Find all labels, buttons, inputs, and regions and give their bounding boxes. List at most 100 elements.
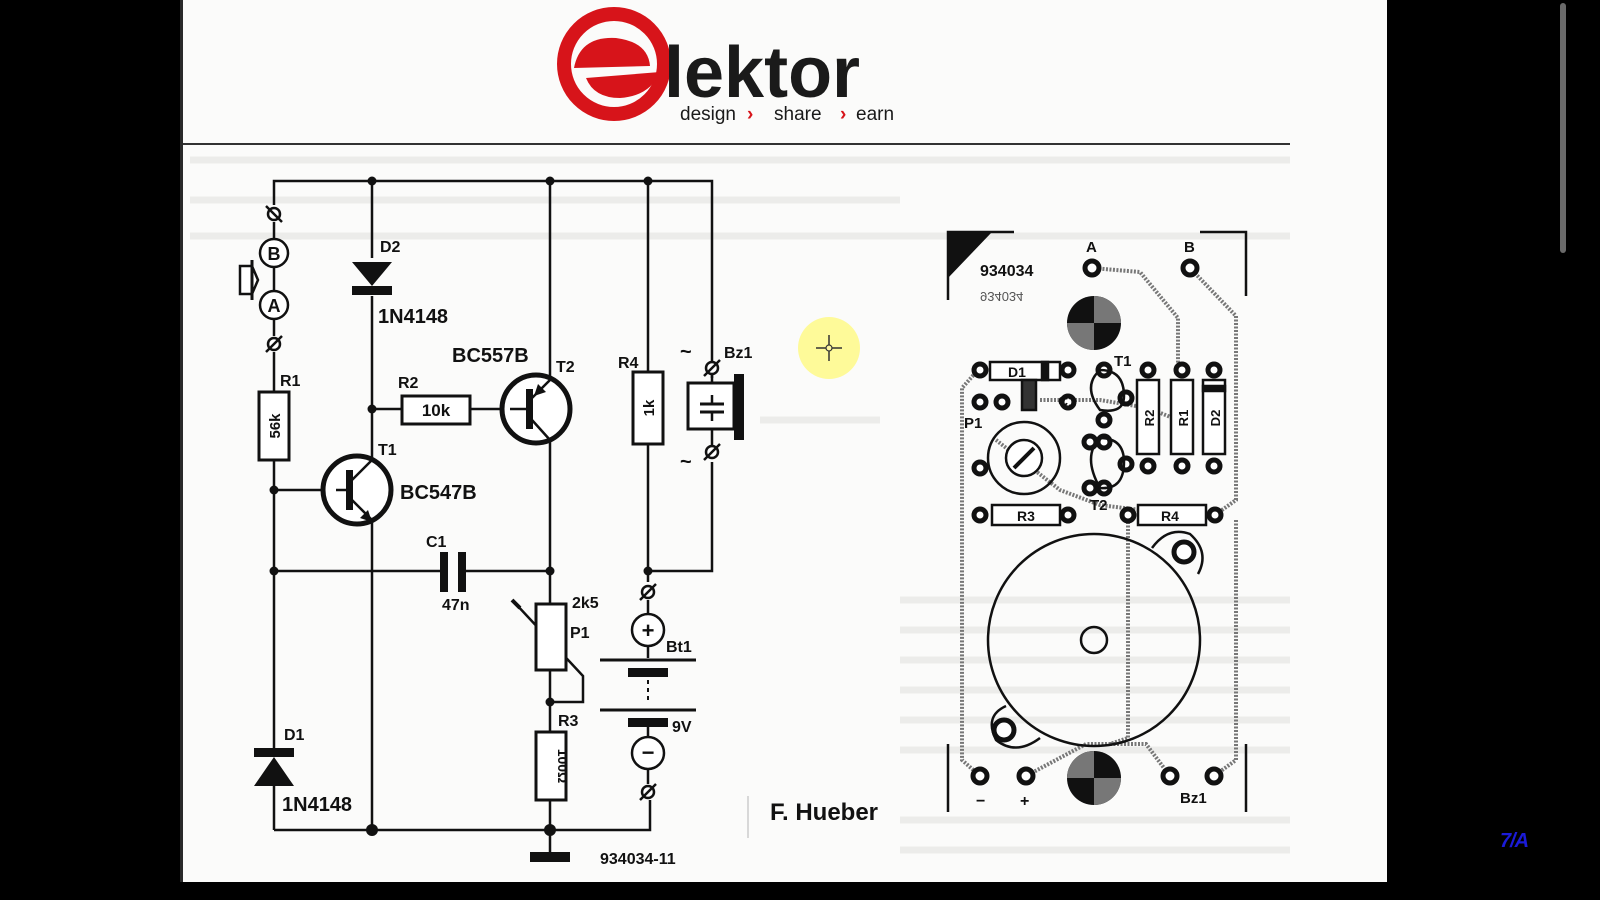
logo-ring <box>557 7 671 121</box>
resistor-r3: 100Ω R3 <box>534 713 579 802</box>
bz1-tilde-top: ~ <box>680 341 692 363</box>
d2-value: 1N4148 <box>378 306 448 328</box>
terminal-slash <box>703 443 721 461</box>
touch-finger-icon <box>238 264 260 296</box>
trimmer-head <box>510 598 522 610</box>
brand-tagline-design: design <box>680 104 736 125</box>
vertical-scrollbar[interactable] <box>1558 0 1568 900</box>
pad-minus <box>970 766 990 786</box>
pad-plus <box>1016 766 1036 786</box>
diode-d1: D1 1N4148 <box>254 727 352 816</box>
buzzer-diaphragm <box>734 374 744 440</box>
pcb-r3-label: R3 <box>1017 508 1035 524</box>
pcb-t1-outline <box>1089 368 1126 412</box>
pcb-r2-outline <box>1135 378 1161 456</box>
pcb-alignment-target-bottom <box>1067 751 1121 805</box>
capacitor-plate-icon <box>458 552 466 592</box>
pcb-d2-label: D2 <box>1208 410 1223 427</box>
scrollbar-thumb[interactable] <box>1560 3 1566 253</box>
junction <box>643 176 653 186</box>
pcb-alignment-target-top <box>1067 296 1121 350</box>
t2-base-bar <box>526 389 533 429</box>
t2-value: BC557B <box>452 345 529 367</box>
resistor-r1: 56k R1 <box>257 373 301 462</box>
watermark-text: 7/A <box>1500 830 1529 852</box>
p1-ref: P1 <box>570 625 590 642</box>
brand-tagline-earn: earn <box>856 104 894 125</box>
sensor-terminals: B A <box>238 237 290 321</box>
junction <box>269 485 279 495</box>
junction <box>544 824 556 836</box>
pcb-outlines <box>986 360 1227 749</box>
pcb-mounting-hole <box>1171 539 1197 565</box>
battery-cell-short <box>628 668 668 677</box>
document-page: lektor design › share › earn <box>183 0 1387 882</box>
pcb-labels: A B D1 C1 T1 T2 P1 R2 R1 D2 R3 R4 − + Bz… <box>964 239 1223 810</box>
pcb-bz1-label: Bz1 <box>1180 790 1207 807</box>
page-canvas: lektor design › share › earn <box>183 7 1290 868</box>
pcb-t2-label: T2 <box>1090 497 1108 514</box>
logo-e-bowl <box>574 37 650 68</box>
battery-minus-icon <box>630 735 666 771</box>
pad-a <box>1082 258 1102 278</box>
bt1-ref: Bt1 <box>666 639 692 656</box>
junction <box>545 176 555 186</box>
wire-top-rail <box>272 179 714 378</box>
pcb-buzzer-outline <box>986 532 1202 748</box>
diode-icon <box>352 262 392 286</box>
junction <box>643 566 653 576</box>
pad-bz1-2 <box>1204 766 1224 786</box>
battery-bt1: + − Bt1 9V <box>600 612 696 771</box>
t2-collector <box>531 419 551 441</box>
diode-cathode <box>352 286 392 295</box>
pcb-r4-outline <box>1136 503 1208 527</box>
terminal-a-label: A <box>268 296 281 316</box>
pcb-t1-label: T1 <box>1114 353 1132 370</box>
pcb-d2-outline <box>1201 378 1227 456</box>
diode-cathode <box>254 748 294 757</box>
junction-dots <box>269 176 653 836</box>
crosshair-cursor-icon <box>816 335 842 361</box>
logo-e-tail <box>586 72 660 98</box>
p1-value: 2k5 <box>572 595 599 612</box>
schematic <box>272 179 714 852</box>
pcb-board-number: 934034 <box>980 263 1033 280</box>
r3-value: 100Ω <box>555 749 571 784</box>
t2-emitter-arrow <box>534 384 546 396</box>
wire <box>648 462 714 573</box>
pad-bz1-1 <box>1160 766 1180 786</box>
pcb-board-number-mirrored: 934034 <box>980 289 1023 304</box>
pcb-pads <box>970 258 1224 786</box>
pcb-d1-label: D1 <box>1008 364 1026 380</box>
r2-ref: R2 <box>398 375 419 392</box>
transistor-pnp-icon <box>499 372 573 446</box>
r4-ref: R4 <box>618 355 639 372</box>
terminal-slash <box>639 783 657 801</box>
author-credit: F. Hueber <box>770 799 878 826</box>
pcb-t2-outline <box>1089 436 1126 490</box>
terminal-b-icon <box>258 237 290 269</box>
buzzer-body-icon <box>686 381 736 431</box>
bt1-plus: + <box>642 618 655 643</box>
pcb-r1-outline <box>1169 378 1195 456</box>
buzzer-bz1: ~ ~ Bz1 <box>680 341 753 473</box>
t2-ref: T2 <box>556 359 575 376</box>
resistor-r4: 1k R4 <box>618 355 665 446</box>
transistor-npn-icon <box>320 453 394 527</box>
cursor-highlight <box>798 317 860 379</box>
tagline-separator: › <box>747 104 753 125</box>
brand-tagline-share: share <box>774 104 822 125</box>
channel-watermark-logo: 7/A <box>1500 830 1529 853</box>
junction <box>545 566 555 576</box>
pcb-r3-outline <box>990 503 1062 527</box>
pcb-buzzer-hole <box>1079 625 1109 655</box>
d1-value: 1N4148 <box>282 794 352 816</box>
capacitor-c1: C1 47n <box>426 534 470 614</box>
junction <box>367 404 377 414</box>
battery-cell-short <box>628 718 668 727</box>
d2-ref: D2 <box>380 239 401 256</box>
terminal-a-icon <box>258 289 290 321</box>
resistor-body-icon <box>534 730 568 802</box>
terminal-slash <box>265 335 283 353</box>
